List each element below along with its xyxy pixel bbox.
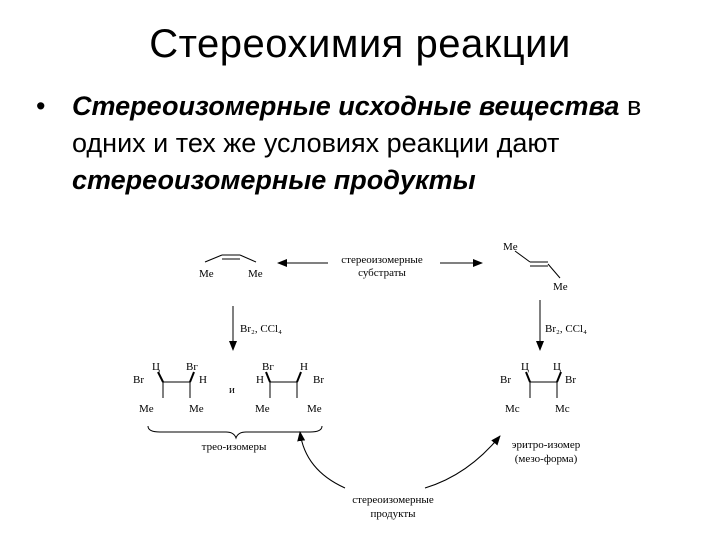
threo1-br-top: Bг	[186, 361, 198, 373]
bullet-point: • Стереоизомерные исходные вещества в од…	[36, 88, 686, 199]
reagent-left: Br₂, CCl₄	[240, 323, 282, 335]
threo-product-1: Ц Bг Br H Me Me	[133, 361, 207, 415]
threo2-me-right: Me	[307, 403, 322, 415]
bullet-text: Стереоизомерные исходные вещества в одни…	[72, 88, 686, 199]
threo2-br-right: Br	[313, 374, 324, 386]
erythro-h-top-left: Ц	[521, 361, 529, 373]
conjunction: и	[229, 384, 235, 396]
erythro-mc-right: Mc	[555, 403, 570, 415]
products-label-line2: продукты	[370, 508, 416, 520]
erythro-label-line1: эритро-изомер	[512, 439, 581, 451]
cis-alkene-structure: Me Me	[199, 254, 263, 280]
threo-brace	[147, 425, 323, 440]
erythro-br-right: Br	[565, 374, 576, 386]
threo-label: трео-изомеры	[202, 441, 267, 453]
threo2-h-top: H	[300, 361, 308, 373]
erythro-product: Ц Ц Br Br Mc Mc	[500, 361, 576, 415]
arrow-to-erythro	[424, 435, 501, 489]
bullet-marker: •	[36, 91, 46, 121]
bullet-emphasis-2: вещества	[478, 91, 620, 121]
bullet-plain-1: в одних и тех же условиях реакции дают	[72, 91, 642, 158]
threo1-h-top: Ц	[152, 361, 160, 373]
substrates-label-line1: стереоизомерные	[341, 254, 423, 266]
cis-me-right: Me	[248, 268, 263, 280]
threo2-br-top: Bг	[262, 361, 274, 373]
erythro-br-left: Br	[500, 374, 511, 386]
bullet-emphasis-1: Стереоизомерные исходные	[72, 91, 472, 121]
threo-product-2: Bг H H Br Me Me	[255, 361, 324, 415]
erythro-h-top-right: Ц	[553, 361, 561, 373]
threo2-me-left: Me	[255, 403, 270, 415]
arrow-to-threo	[297, 431, 346, 489]
bullet-emphasis-3: стереоизомерные продукты	[72, 165, 476, 195]
threo1-me-left: Me	[139, 403, 154, 415]
trans-me-top: Me	[503, 241, 518, 253]
reagent-right: Br₂, CCl₄	[545, 323, 587, 335]
threo2-h-left: H	[256, 374, 264, 386]
trans-me-bottom: Me	[553, 281, 568, 293]
threo1-br-left: Br	[133, 374, 144, 386]
products-label-line1: стереоизомерные	[352, 494, 434, 506]
cis-me-left: Me	[199, 268, 214, 280]
threo1-me-right: Me	[189, 403, 204, 415]
substrates-label-line2: субстраты	[358, 267, 406, 279]
erythro-label-line2: (мезо-форма)	[515, 453, 578, 465]
slide-title: Стереохимия реакции	[149, 22, 571, 66]
erythro-mc-left: Mc	[505, 403, 520, 415]
threo1-h-right: H	[199, 374, 207, 386]
trans-alkene-structure: Me Me	[503, 241, 568, 293]
